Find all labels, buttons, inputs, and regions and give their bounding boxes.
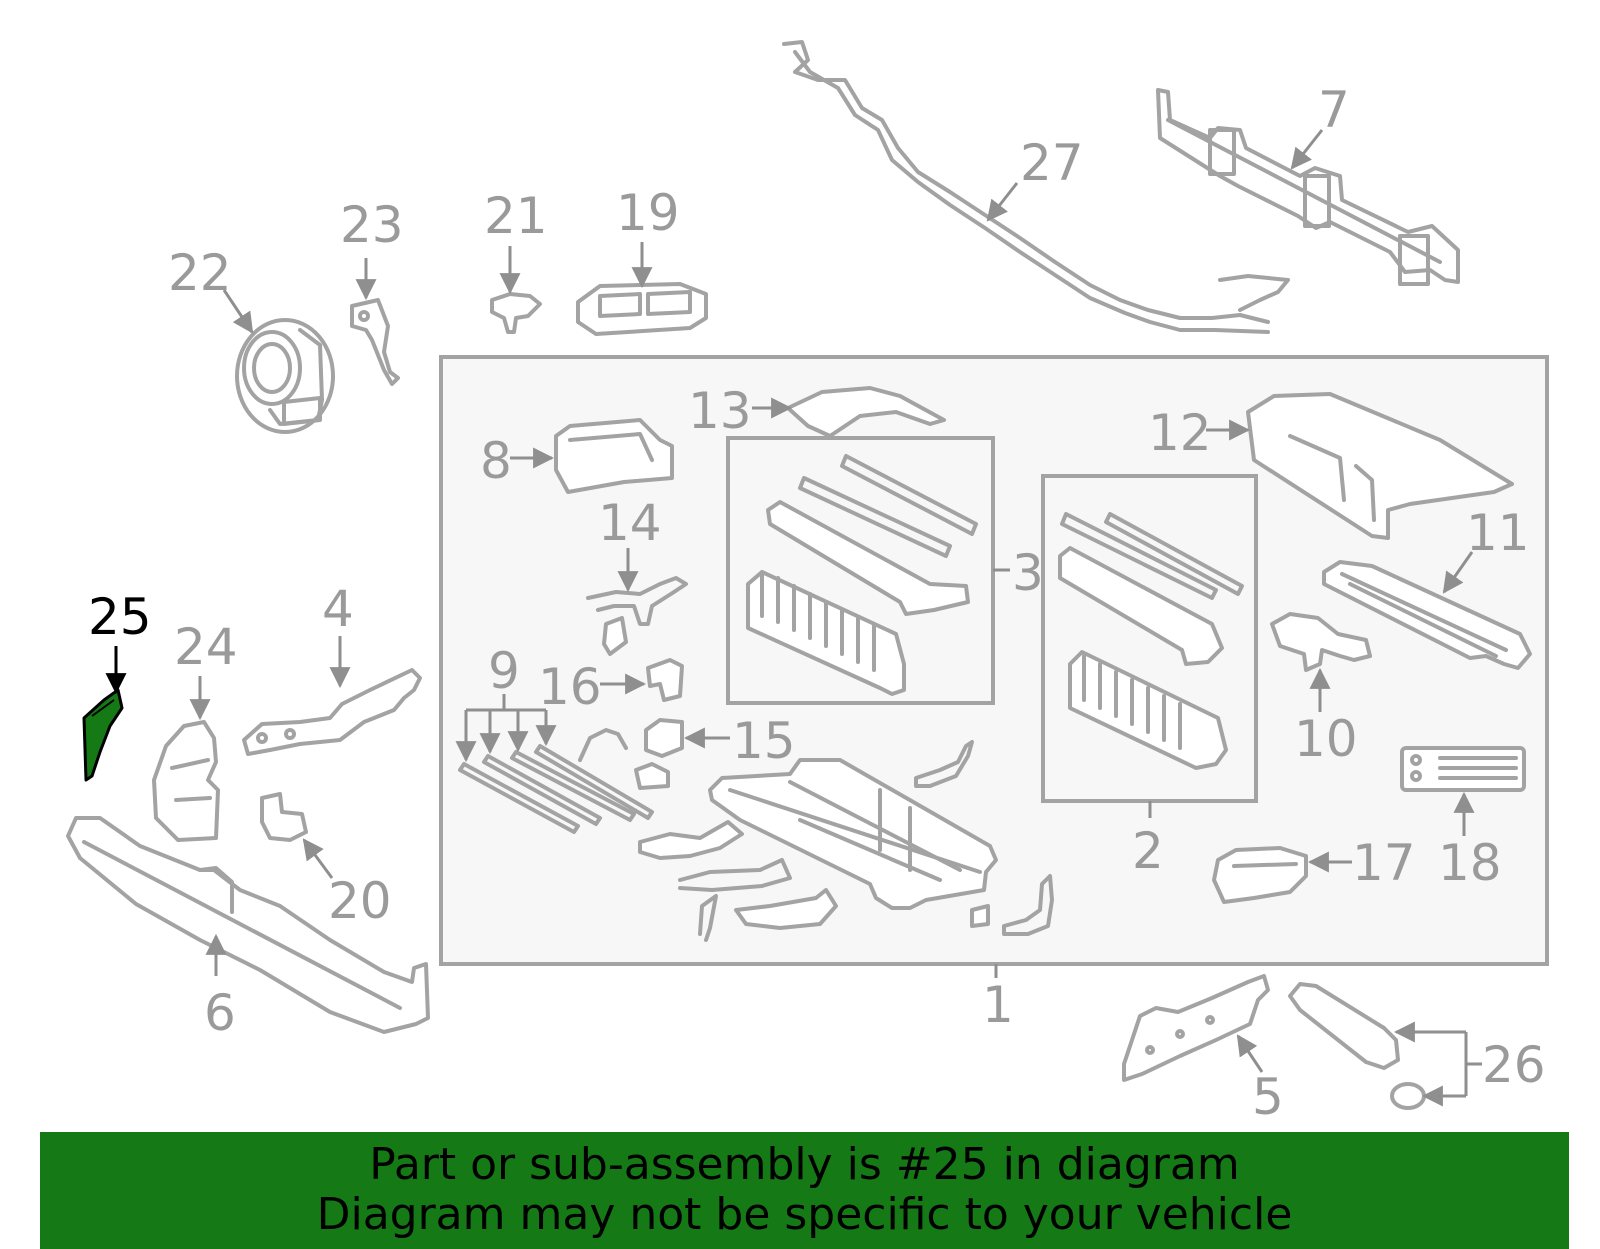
part-14-harness [586,576,688,626]
label-16: 16 [538,658,602,716]
part-7-rail [1156,88,1460,286]
info-banner: Part or sub-assembly is #25 in diagram D… [40,1132,1569,1249]
part-20-bracket [260,792,308,842]
label-24: 24 [174,618,238,676]
label-17: 17 [1352,834,1416,892]
label-9: 9 [488,642,520,700]
label-26: 26 [1482,1036,1546,1094]
part-15-clip [644,718,684,758]
label-22: 22 [168,244,232,302]
label-10: 10 [1294,710,1358,768]
part-25-highlighted [82,688,124,782]
part-1-tray [638,740,1054,942]
banner-line-2: Diagram may not be specific to your vehi… [316,1189,1293,1240]
label-14: 14 [598,494,662,552]
part-26-leaders [1393,1021,1482,1107]
label-2: 2 [1132,822,1164,880]
part-6-rail [66,816,430,1034]
part-24-duct [152,720,220,842]
label-12: 12 [1148,404,1212,462]
part-4-bracket [242,668,422,756]
part-11-tray [1322,560,1532,670]
part-17-module [1212,846,1308,904]
label-1: 1 [982,976,1014,1034]
label-27: 27 [1020,134,1084,192]
part-23-bracket [350,298,400,386]
part-26-duct [1288,982,1426,1110]
label-4: 4 [322,580,354,638]
label-25: 25 [88,588,152,646]
label-5: 5 [1252,1068,1284,1126]
part-16-clip [646,658,684,702]
part-12-cover [1246,392,1514,540]
label-6: 6 [204,984,236,1042]
part-9-leaders [455,694,557,763]
part-19-junction-block [576,282,708,336]
label-19: 19 [616,184,680,242]
part-9-strips [458,744,654,834]
label-18: 18 [1438,834,1502,892]
label-3: 3 [1012,544,1044,602]
label-20: 20 [328,872,392,930]
part-3-contents [746,454,978,696]
part-small-clip-a [602,616,628,656]
part-10-duct [1270,612,1372,672]
part-8-bracket [554,418,674,494]
part-21-clip [490,292,542,334]
part-22-blower [235,318,335,434]
part-2-contents [1058,512,1244,770]
part-small-clip-b [634,762,670,790]
label-23: 23 [340,196,404,254]
label-15: 15 [732,712,796,770]
banner-line-1: Part or sub-assembly is #25 in diagram [369,1139,1240,1190]
label-7: 7 [1318,81,1350,139]
part-18-label [1400,746,1526,792]
part-small-hook [578,728,628,762]
label-11: 11 [1466,504,1530,562]
label-8: 8 [480,432,512,490]
part-13-cover [786,386,946,438]
part-5-bracket [1122,974,1270,1082]
part-27-harness [782,40,1290,334]
label-13: 13 [688,382,752,440]
label-21: 21 [484,187,548,245]
